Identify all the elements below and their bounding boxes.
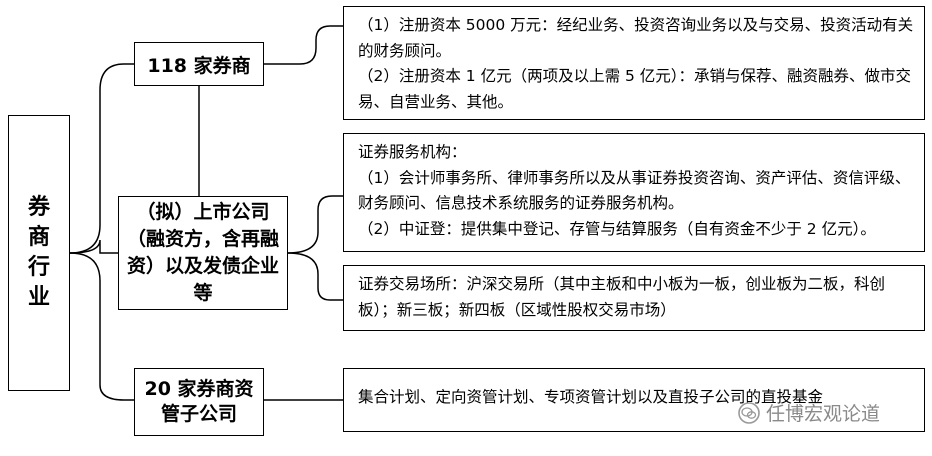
watermark-text: 任博宏观论道 (766, 403, 881, 425)
brokers-node-label: 118 家券商 (147, 54, 251, 77)
industry-root-box: 券商行业 (8, 115, 70, 391)
brokers-to-detail (264, 25, 343, 65)
service-orgs-line: （1）会计师事务所、律师事务所以及从事证券投资咨询、资产评估、资信评级、财务顾问… (358, 168, 911, 213)
exchanges-box: 证券交易场所：沪深交易所（其中主板和中小板为一板，创业板为二板，科创板）；新三板… (343, 265, 925, 331)
brokers-node: 118 家券商 (134, 42, 264, 86)
service-orgs-line: 证券服务机构： (358, 143, 467, 161)
root-to-listed (69, 239, 118, 254)
asset-mgmt-detail-box: 集合计划、定向资管计划、专项资管计划以及直投子公司的直投基金 (343, 368, 925, 432)
exchanges-line: 证券交易场所：沪深交易所（其中主板和中小板为一板，创业板为二板，科创板）；新三板… (358, 275, 886, 319)
root-to-asset (69, 252, 134, 401)
asset-mgmt-node: 20 家券商资管子公司 (134, 368, 264, 436)
brokers-detail-line: （2）注册资本 1 亿元（两项及以上需 5 亿元）：承销与保荐、融资融券、做市交… (358, 67, 912, 111)
asset-mgmt-detail-line: 集合计划、定向资管计划、专项资管计划以及直投子公司的直投基金 (358, 388, 824, 407)
brokers-detail-box: （1）注册资本 5000 万元：经纪业务、投资咨询业务以及与交易、投资活动有关的… (343, 6, 925, 120)
listed-companies-label: （拟）上市公司（融资方，含再融资）以及发债企业等 (127, 201, 280, 304)
industry-root-label: 券商行业 (27, 195, 50, 310)
root-bracket (69, 63, 134, 254)
wechat-logo-icon (738, 401, 760, 424)
listed-to-exchange (287, 252, 343, 301)
brokers-detail-line: （1）注册资本 5000 万元：经纪业务、投资咨询业务以及与交易、投资活动有关的… (358, 16, 914, 60)
service-orgs-box: 证券服务机构： （1）会计师事务所、律师事务所以及从事证券投资咨询、资产评估、资… (343, 133, 925, 252)
watermark: 任博宏观论道 (738, 399, 880, 426)
service-orgs-line: （2）中证登：提供集中登记、存管与结算服务（自有资金不少于 2 亿元）。 (358, 219, 876, 238)
asset-mgmt-label: 20 家券商资管子公司 (144, 378, 254, 425)
listed-companies-node: （拟）上市公司（融资方，含再融资）以及发债企业等 (118, 196, 288, 310)
listed-bracket (287, 195, 343, 254)
